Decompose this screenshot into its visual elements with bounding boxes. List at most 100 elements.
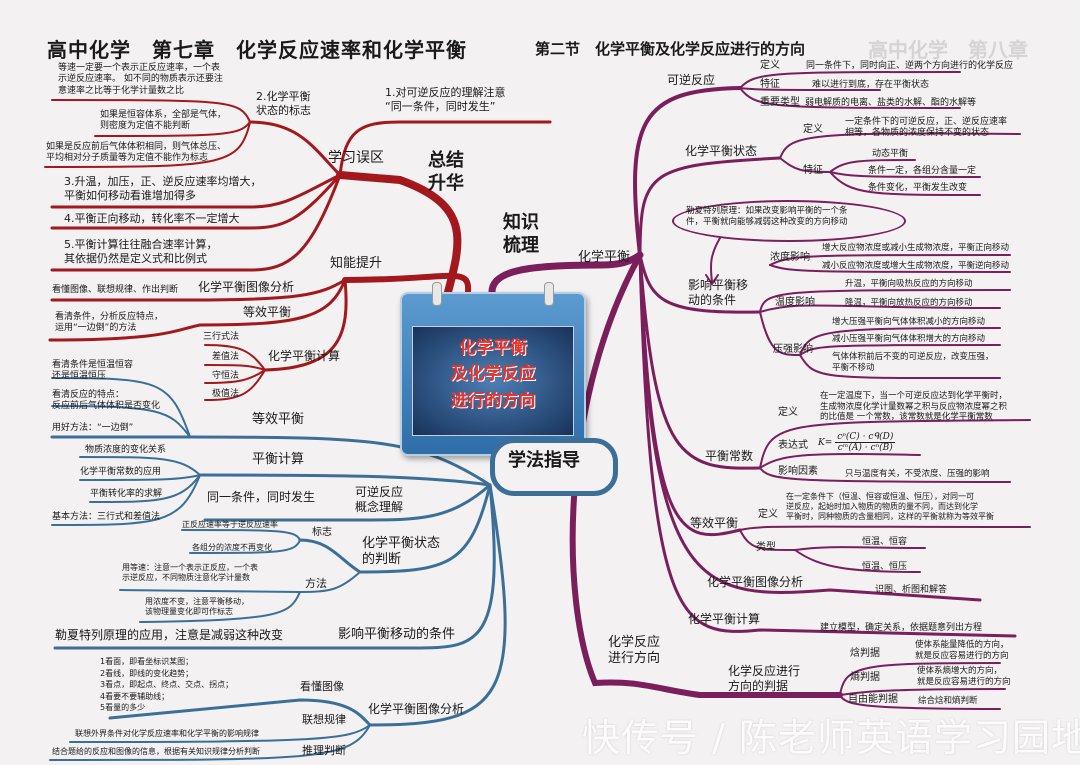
purple-trunk	[488, 251, 644, 296]
calendar-ring-icon	[432, 282, 442, 306]
reversible-feat: 难以进行到底，存在平衡状态	[812, 80, 930, 90]
equiv-type-label: 类型	[756, 542, 776, 553]
state-feat: 条件变化，平衡发生改变	[868, 183, 968, 193]
summary-main-node: 总结 升华	[428, 150, 464, 194]
reversible-feat-label: 特征	[760, 79, 780, 90]
method-state-node: 化学平衡状态 的判断	[362, 536, 441, 568]
bleed-through-text: 高中化学 第八章	[868, 38, 1028, 62]
red-branch-item2	[248, 120, 342, 177]
purple-branch-leaf	[829, 171, 981, 178]
mistake-item-2: 2.化学平衡 状态的标志	[256, 90, 311, 117]
blue-branch-note	[79, 474, 201, 481]
blue-branch-state	[298, 483, 492, 574]
blue-branch-reversible	[203, 483, 492, 522]
enthalpy-label: 焓判据	[850, 648, 880, 659]
calc-method: 守恒法	[212, 371, 240, 381]
method-equiv-note: 看清条件是恒温恒容 还是恒温恒压	[52, 360, 134, 382]
free-energy-label: 自由能判据	[848, 694, 898, 705]
graph-infer-node: 推理判断	[302, 744, 346, 757]
mistakes-node: 学习误区	[328, 150, 384, 166]
le-chatelier-principle: 勒夏特列原理：如果改变影响平衡的一个条 件，平衡就向能够减弱这种改变的方向移动	[686, 206, 848, 227]
direction-node: 化学反应 进行方向	[608, 635, 661, 667]
enthalpy-criterion: 使体系能量降低的方向， 就是反应容易进行的方向	[915, 640, 1009, 661]
center-topic-label: 化学平衡 及化学反应 进行的方向	[450, 338, 536, 411]
red-branch-item5	[50, 173, 342, 272]
mistake-item-3: 3.升温，加压，正、逆反应速率均增大， 平衡如何移动看谁增加得多	[64, 175, 262, 202]
mistake-item-2-note: 等速一定要一个表示正反应速率，一个表 示逆反应速率。 如不同的物质表示还要注 意…	[58, 63, 223, 96]
method-main-bubble	[490, 438, 618, 496]
blue-branch-note	[51, 474, 201, 526]
red-branch-item3	[50, 173, 342, 209]
skills-node: 知能提升	[330, 256, 383, 271]
method-main-node: 学法指导	[508, 450, 580, 471]
red-note-2	[94, 121, 251, 137]
purple-branch-leaf	[839, 662, 1001, 696]
conc-item: 减小反应物浓度或增大生成物浓度，平衡逆向移动	[822, 261, 1010, 271]
purple-branch-leaf	[799, 354, 1001, 380]
state-sign-note: 正反应速率等于逆反应速率	[182, 520, 278, 529]
entropy-label: 熵判据	[850, 672, 880, 683]
purple-branch-leaf	[739, 87, 961, 109]
calendar-screen: 化学平衡 及化学反应 进行的方向	[412, 326, 574, 436]
red-note-1	[51, 99, 251, 123]
method-equiv-note: 看清反应的特点： 反应前后气体体积是否变化	[52, 390, 161, 412]
purple-branch-leaf	[799, 344, 1001, 356]
purple-branch-constant	[638, 253, 762, 470]
state-feat-label: 特征	[803, 165, 823, 176]
state-sign-note: 各组分的浓度不再变化	[192, 543, 272, 552]
purple-branch-leaf	[769, 264, 1011, 273]
center-topic-calendar: 化学平衡 及化学反应 进行的方向	[400, 282, 586, 456]
purple-branch-leaf	[739, 529, 926, 552]
method-reversible-note: 同一条件，同时发生	[207, 490, 316, 504]
state-method-note: 用浓度不变，注意平衡移动， 该物理量变化即可作标志	[145, 597, 249, 616]
equiv-type: 恒温、恒容	[862, 537, 908, 547]
purple-branch-leaf	[759, 304, 1001, 313]
method-calc-note: 基本方法：三行式和差值法	[52, 512, 161, 522]
blue-branch-equiv	[50, 435, 492, 487]
skills-graph-note: 看懂图像、联想规律、作出判断	[52, 285, 179, 295]
constant-factor-label: 影响因素	[778, 466, 818, 477]
method-calc-note: 平衡转化率的求解	[90, 489, 163, 499]
graph-relate-node: 联想规律	[302, 713, 346, 726]
reversible-type-label: 重要类型	[760, 97, 800, 108]
graph-infer-note: 结合题给的反应和图像的信息，根据有关知识规律分析判断	[52, 747, 260, 756]
method-shift-node: 影响平衡移动的条件	[338, 627, 456, 642]
constant-def: 在一定温度下，当一个可逆反应达到化学平衡时， 生成物浓度化学计量数幂之积与反应物…	[820, 391, 1008, 423]
graph-note: 识图、析图和解答	[875, 585, 948, 595]
red-note-3	[44, 121, 251, 168]
method-equiv-note: 用好方法：“一边倒”	[52, 423, 134, 433]
state-feat: 动态平衡	[872, 149, 909, 159]
blue-branch-graph	[108, 483, 507, 727]
method-equiv-node: 等效平衡	[252, 412, 305, 427]
graph-node: 化学平衡图像分析	[707, 575, 804, 589]
purple-branch-leaf	[839, 688, 1006, 696]
constant-def-label: 定义	[778, 407, 798, 418]
skills-equiv-node: 等效平衡	[243, 305, 292, 319]
purple-branch-leaf	[739, 525, 1031, 531]
watermark: 快传号 / 陈老师英语学习园地	[582, 716, 1080, 760]
mistake-item-5: 5.平衡计算往往融合速率计算， 其依据仍然是定义式和比例式	[64, 238, 218, 265]
purple-branch-shift	[638, 253, 762, 314]
graph-read-note: 1看面，即看坐标识某图； 2看线，即线的变化趋势； 3看点，即起点、终点、交点、…	[100, 657, 234, 713]
equiv-def: 在一定条件下（恒温、恒容或恒温、恒压），对同一可 逆反应，起始时加入物质的物质的…	[786, 492, 994, 521]
free-energy-criterion: 综合焓和熵判断	[918, 696, 978, 706]
formula-lhs: K=	[818, 437, 833, 448]
blue-branch-note	[51, 377, 191, 438]
purple-branch-leaf	[739, 87, 881, 91]
purple-branch-leaf	[794, 549, 921, 573]
equilibrium-constant-formula: K= cᵖ(C) · cᑫ(D)cᵐ(A) · cⁿ(B)	[818, 432, 896, 453]
reversible-def-label: 定义	[760, 60, 780, 71]
red-branch-calc-method	[204, 369, 266, 401]
state-node: 化学平衡状态	[685, 144, 758, 158]
blue-branch-note	[139, 591, 301, 623]
purple-branch-leaf	[759, 419, 1031, 469]
mistake-item-4: 4.平衡正向移动，转化率不一定增大	[64, 212, 240, 225]
purple-branch-leaf	[829, 171, 981, 196]
purple-branch-leaf	[779, 132, 1021, 159]
method-graph-node: 化学平衡图像分析	[368, 702, 465, 716]
purple-branch-direction	[569, 252, 843, 698]
mistake-item-1: 1.对可逆反应的理解注意 “同一条件，同时发生”	[385, 86, 506, 113]
mistake-item-2-note: 如果是反应前后气体体积相同，则气体总压、 平均相对分子质量等为定值不能作为标志	[46, 142, 227, 164]
method-reversible-node: 可逆反应 概念理解	[355, 485, 404, 514]
red-branch-calc-method	[204, 344, 266, 371]
